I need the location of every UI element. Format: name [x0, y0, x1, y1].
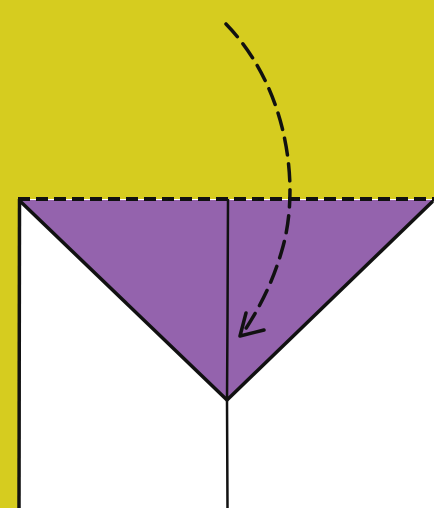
center-crease-line [227, 199, 228, 508]
paper-left-edge [19, 199, 20, 508]
